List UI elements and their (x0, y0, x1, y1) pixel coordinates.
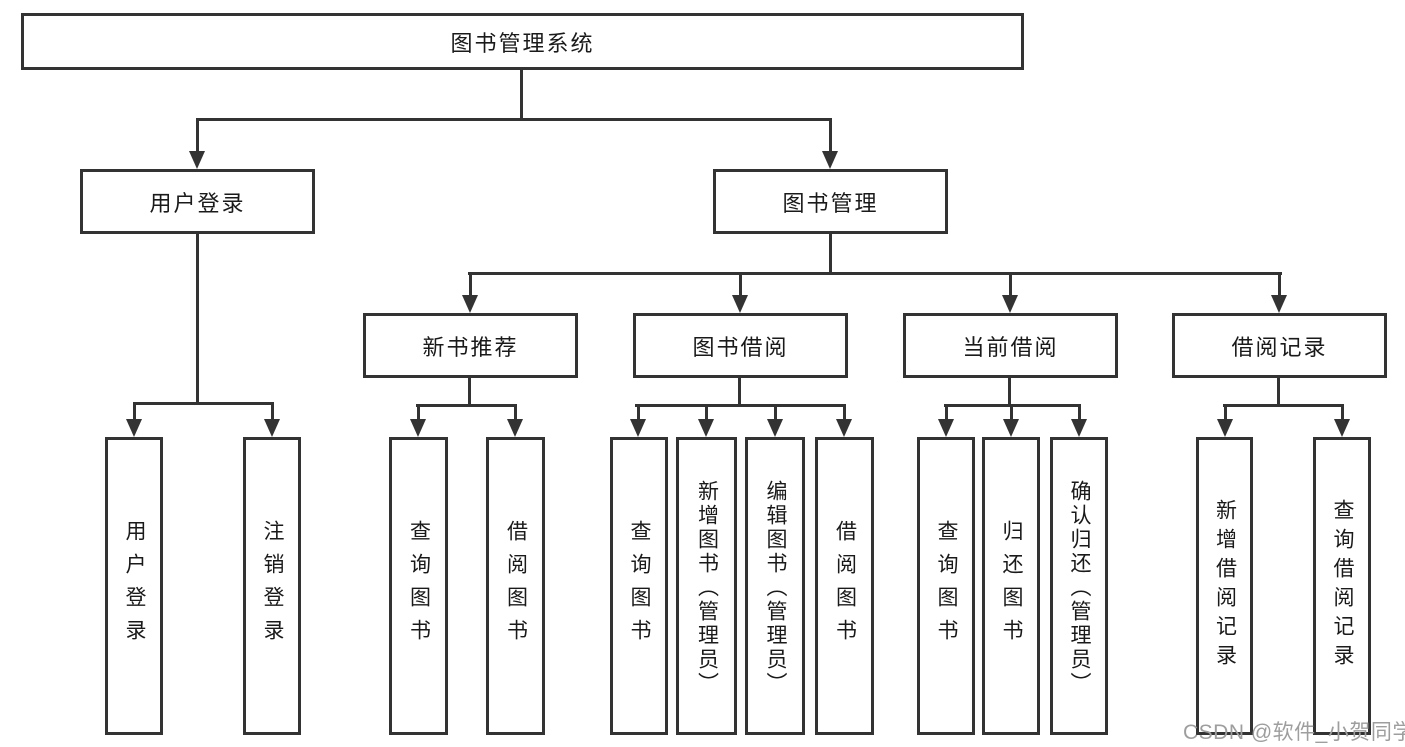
arrow-down-icon (630, 419, 646, 437)
connector-line (520, 69, 523, 120)
arrow-down-icon (264, 419, 280, 437)
arrow-down-icon (507, 419, 523, 437)
connector-line (1010, 404, 1013, 419)
connector-line (196, 118, 199, 151)
arrow-down-icon (1334, 419, 1350, 437)
connector-line (1341, 404, 1344, 419)
connector-line (416, 404, 517, 407)
node-logout-leaf: 注销登录 (243, 437, 301, 735)
arrow-down-icon (410, 419, 426, 437)
connector-line (829, 233, 832, 274)
arrow-down-icon (462, 295, 478, 313)
connector-line (774, 404, 777, 419)
node-borrowing-records: 借阅记录 (1172, 313, 1387, 378)
node-current-borrowing: 当前借阅 (903, 313, 1118, 378)
connector-line (1078, 404, 1081, 419)
connector-line (843, 404, 846, 419)
node-query-books-borrowing: 查询图书 (610, 437, 668, 735)
node-add-books-admin: 新增图书（管理员） (676, 437, 737, 735)
connector-line (829, 118, 832, 151)
arrow-down-icon (698, 419, 714, 437)
node-user-login-branch: 用户登录 (80, 169, 315, 234)
connector-line (637, 404, 640, 419)
node-new-book-recommendation: 新书推荐 (363, 313, 578, 378)
arrow-down-icon (1271, 295, 1287, 313)
arrow-down-icon (836, 419, 852, 437)
arrow-down-icon (1002, 295, 1018, 313)
connector-line (635, 404, 846, 407)
arrow-down-icon (1217, 419, 1233, 437)
connector-line (1009, 272, 1012, 295)
node-user-login-leaf: 用户登录 (105, 437, 163, 735)
connector-line (196, 233, 199, 404)
node-edit-books-admin: 编辑图书（管理员） (745, 437, 805, 735)
node-borrow-books-recommend: 借阅图书 (486, 437, 545, 735)
node-return-books: 归还图书 (982, 437, 1040, 735)
connector-line (1008, 377, 1011, 406)
connector-line (705, 404, 708, 419)
arrow-down-icon (822, 151, 838, 169)
connector-line (1224, 404, 1227, 419)
connector-line (417, 404, 420, 419)
node-query-borrow-record: 查询借阅记录 (1313, 437, 1371, 735)
connector-line (469, 272, 472, 295)
node-add-borrow-record: 新增借阅记录 (1196, 437, 1253, 735)
arrow-down-icon (938, 419, 954, 437)
connector-line (739, 272, 742, 295)
connector-line (1223, 404, 1344, 407)
connector-line (1278, 272, 1281, 295)
connector-line (271, 402, 274, 419)
connector-line (1277, 377, 1280, 406)
connector-line (133, 402, 136, 419)
arrow-down-icon (1003, 419, 1019, 437)
csdn-watermark: CSDN @软件_小贺同学 (1183, 721, 1405, 744)
connector-line (468, 272, 1282, 275)
connector-line (133, 402, 274, 405)
connector-line (738, 377, 741, 406)
node-book-management-branch: 图书管理 (713, 169, 948, 234)
arrow-down-icon (126, 419, 142, 437)
node-borrow-books-leaf: 借阅图书 (815, 437, 874, 735)
node-query-books-current: 查询图书 (917, 437, 975, 735)
connector-line (468, 377, 471, 406)
node-library-management-system: 图书管理系统 (21, 13, 1024, 70)
connector-line (945, 404, 948, 419)
node-book-borrowing: 图书借阅 (633, 313, 848, 378)
node-query-books-recommend: 查询图书 (389, 437, 448, 735)
connector-line (196, 118, 832, 121)
arrow-down-icon (1071, 419, 1087, 437)
arrow-down-icon (732, 295, 748, 313)
arrow-down-icon (189, 151, 205, 169)
arrow-down-icon (767, 419, 783, 437)
connector-line (514, 404, 517, 419)
node-confirm-return-admin: 确认归还（管理员） (1050, 437, 1108, 735)
